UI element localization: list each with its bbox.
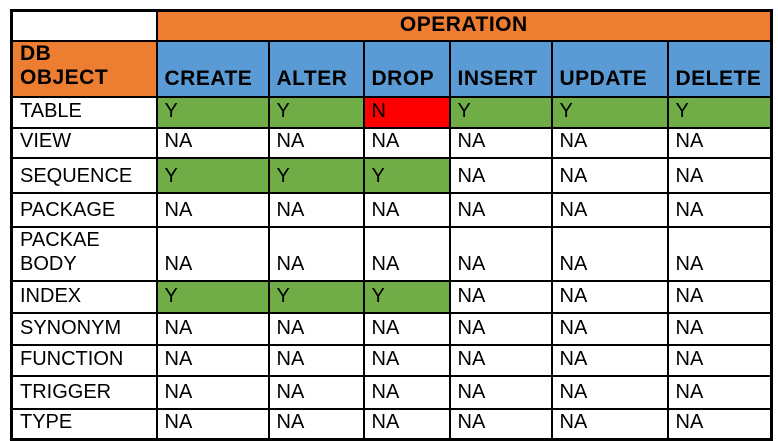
matrix-cell: NA xyxy=(550,343,669,377)
matrix-cell: Y xyxy=(666,95,773,129)
column-header-update: UPDATE xyxy=(550,39,669,98)
matrix-cell: Y xyxy=(362,279,451,314)
matrix-cell: N xyxy=(362,95,451,129)
row-label-table: TABLE xyxy=(10,95,158,129)
table-row: TABLE Y Y N Y Y Y xyxy=(10,95,773,129)
matrix-cell: NA xyxy=(155,311,270,346)
matrix-cell: NA xyxy=(666,343,773,377)
matrix-cell: NA xyxy=(362,374,451,410)
matrix-cell: NA xyxy=(666,126,773,159)
matrix-cell: NA xyxy=(362,407,451,441)
matrix-cell: NA xyxy=(267,191,365,228)
matrix-cell: NA xyxy=(666,191,773,228)
column-header-row: DB OBJECT CREATE ALTER DROP INSERT UPDAT… xyxy=(10,39,773,98)
matrix-cell: NA xyxy=(362,126,451,159)
matrix-cell: NA xyxy=(550,126,669,159)
matrix-cell: NA xyxy=(448,311,553,346)
matrix-cell: NA xyxy=(155,225,270,282)
row-label-view: VIEW xyxy=(10,126,158,159)
matrix-cell: NA xyxy=(448,126,553,159)
matrix-cell: NA xyxy=(155,407,270,441)
matrix-cell: NA xyxy=(448,279,553,314)
table-row: INDEX Y Y Y NA NA NA xyxy=(10,279,773,314)
matrix-cell: NA xyxy=(448,374,553,410)
table-row: FUNCTION NA NA NA NA NA NA xyxy=(10,343,773,377)
matrix-cell: NA xyxy=(550,191,669,228)
matrix-cell: NA xyxy=(448,156,553,194)
corner-cell xyxy=(10,9,158,42)
matrix-cell: NA xyxy=(666,156,773,194)
matrix-cell: NA xyxy=(155,191,270,228)
row-label-package: PACKAGE xyxy=(10,191,158,228)
table-row: PACKAGE NA NA NA NA NA NA xyxy=(10,191,773,228)
matrix-cell: NA xyxy=(550,407,669,441)
db-permissions-table: OPERATION DB OBJECT CREATE ALTER DROP IN… xyxy=(10,9,774,441)
matrix-cell: NA xyxy=(155,374,270,410)
matrix-cell: NA xyxy=(155,343,270,377)
row-label-type: TYPE xyxy=(10,407,158,441)
table-row: TRIGGER NA NA NA NA NA NA xyxy=(10,374,773,410)
matrix-cell: NA xyxy=(362,311,451,346)
matrix-cell: Y xyxy=(550,95,669,129)
matrix-cell: NA xyxy=(448,343,553,377)
table-row: TYPE NA NA NA NA NA NA xyxy=(10,407,773,441)
table-row: VIEW NA NA NA NA NA NA xyxy=(10,126,773,159)
matrix-cell: Y xyxy=(267,95,365,129)
column-header-alter: ALTER xyxy=(267,39,365,98)
matrix-cell: NA xyxy=(666,407,773,441)
matrix-cell: NA xyxy=(267,374,365,410)
matrix-cell: NA xyxy=(448,191,553,228)
matrix-cell: NA xyxy=(362,191,451,228)
row-label-synonym: SYNONYM xyxy=(10,311,158,346)
matrix-cell: NA xyxy=(448,225,553,282)
matrix-cell: NA xyxy=(550,225,669,282)
row-label-function: FUNCTION xyxy=(10,343,158,377)
table-row: PACKAE BODY NA NA NA NA NA NA xyxy=(10,225,773,282)
column-header-insert: INSERT xyxy=(448,39,553,98)
matrix-cell: Y xyxy=(155,156,270,194)
matrix-cell: NA xyxy=(155,126,270,159)
matrix-cell: Y xyxy=(155,95,270,129)
matrix-cell: NA xyxy=(448,407,553,441)
matrix-cell: NA xyxy=(550,156,669,194)
matrix-cell: NA xyxy=(267,126,365,159)
row-label-packae-body: PACKAE BODY xyxy=(10,225,158,282)
matrix-cell: NA xyxy=(267,311,365,346)
matrix-cell: Y xyxy=(362,156,451,194)
row-label-index: INDEX xyxy=(10,279,158,314)
matrix-cell: Y xyxy=(448,95,553,129)
matrix-cell: NA xyxy=(550,311,669,346)
table-row: SEQUENCE Y Y Y NA NA NA xyxy=(10,156,773,194)
operation-banner-row: OPERATION xyxy=(10,9,773,42)
matrix-cell: Y xyxy=(155,279,270,314)
matrix-cell: Y xyxy=(267,279,365,314)
matrix-cell: NA xyxy=(550,374,669,410)
table-row: SYNONYM NA NA NA NA NA NA xyxy=(10,311,773,346)
column-header-drop: DROP xyxy=(362,39,451,98)
matrix-cell: NA xyxy=(666,225,773,282)
operation-header: OPERATION xyxy=(155,9,773,42)
row-label-trigger: TRIGGER xyxy=(10,374,158,410)
column-header-create: CREATE xyxy=(155,39,270,98)
matrix-cell: NA xyxy=(267,343,365,377)
matrix-cell: NA xyxy=(362,343,451,377)
matrix-cell: NA xyxy=(550,279,669,314)
matrix-cell: NA xyxy=(267,225,365,282)
matrix-cell: NA xyxy=(267,407,365,441)
matrix-cell: Y xyxy=(267,156,365,194)
row-label-sequence: SEQUENCE xyxy=(10,156,158,194)
column-header-delete: DELETE xyxy=(666,39,773,98)
matrix-cell: NA xyxy=(362,225,451,282)
matrix-cell: NA xyxy=(666,374,773,410)
matrix-cell: NA xyxy=(666,279,773,314)
matrix-cell: NA xyxy=(666,311,773,346)
db-object-header: DB OBJECT xyxy=(10,39,158,98)
